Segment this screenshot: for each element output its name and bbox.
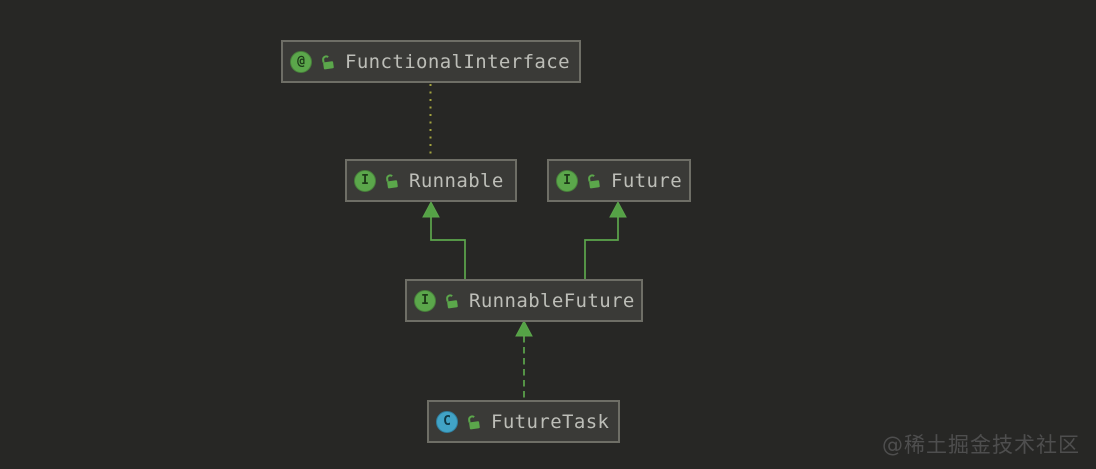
- interface-icon: I: [414, 289, 436, 312]
- open-lock-icon: [588, 173, 600, 188]
- open-lock-icon: [446, 293, 458, 308]
- class-icon: C: [436, 410, 458, 433]
- node-label: RunnableFuture: [469, 289, 635, 312]
- edge-extends-future: [584, 200, 627, 279]
- node-label: Future: [611, 169, 683, 192]
- edge-implements-runnablefuture: [515, 319, 533, 400]
- node-future[interactable]: I Future: [547, 159, 691, 202]
- node-future-task[interactable]: C FutureTask: [427, 400, 620, 443]
- node-label: Runnable: [409, 169, 504, 192]
- open-lock-icon: [386, 173, 398, 188]
- node-label: FutureTask: [491, 410, 610, 433]
- node-label: FunctionalInterface: [345, 50, 570, 73]
- open-lock-icon: [322, 54, 334, 69]
- interface-icon: I: [354, 169, 376, 192]
- node-functional-interface[interactable]: @ FunctionalInterface: [281, 40, 581, 83]
- interface-icon: I: [556, 169, 578, 192]
- open-lock-icon: [468, 414, 480, 429]
- node-runnable-future[interactable]: I RunnableFuture: [405, 279, 643, 322]
- annotation-icon: @: [290, 50, 312, 73]
- node-runnable[interactable]: I Runnable: [345, 159, 517, 202]
- edge-extends-runnable: [422, 200, 466, 279]
- juejin-watermark: @稀土掘金技术社区: [882, 433, 1080, 457]
